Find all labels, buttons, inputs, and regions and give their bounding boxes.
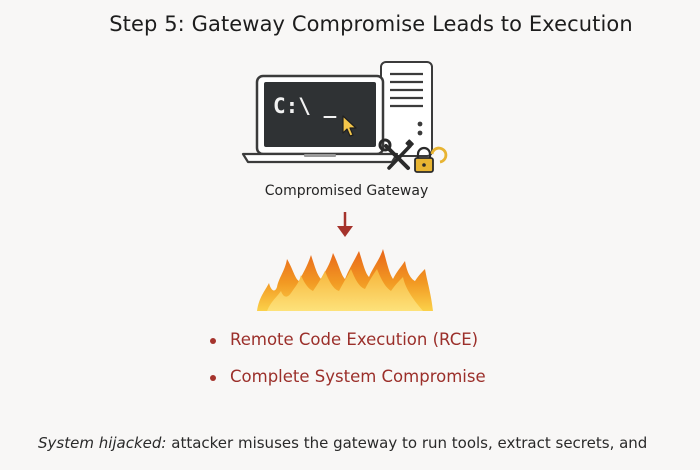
impact-list: Remote Code Execution (RCE) Complete Sys…: [210, 330, 486, 404]
bullet-icon: [210, 338, 216, 344]
laptop-icon: [241, 74, 399, 164]
impact-label: Complete System Compromise: [230, 367, 486, 386]
tools-icon: [378, 138, 414, 170]
terminal-prompt: C:\ _: [273, 94, 337, 118]
compromised-gateway-illustration: C:\ _: [241, 61, 448, 173]
arrow-down-icon: [337, 212, 353, 237]
footer-emphasis: System hijacked:: [38, 434, 167, 452]
cursor-icon: [342, 115, 357, 137]
list-item: Remote Code Execution (RCE): [210, 330, 486, 350]
page-title: Step 5: Gateway Compromise Leads to Exec…: [109, 12, 633, 36]
bullet-icon: [210, 375, 216, 381]
list-item: Complete System Compromise: [210, 367, 486, 387]
footer-text: attacker misuses the gateway to run tool…: [166, 434, 648, 452]
footer-note: System hijacked: attacker misuses the ga…: [38, 434, 647, 452]
padlock-icon: [414, 146, 448, 173]
fire-icon: [257, 249, 433, 311]
server-icon: [380, 61, 433, 157]
impact-label: Remote Code Execution (RCE): [230, 330, 479, 349]
gateway-caption: Compromised Gateway: [264, 183, 429, 199]
